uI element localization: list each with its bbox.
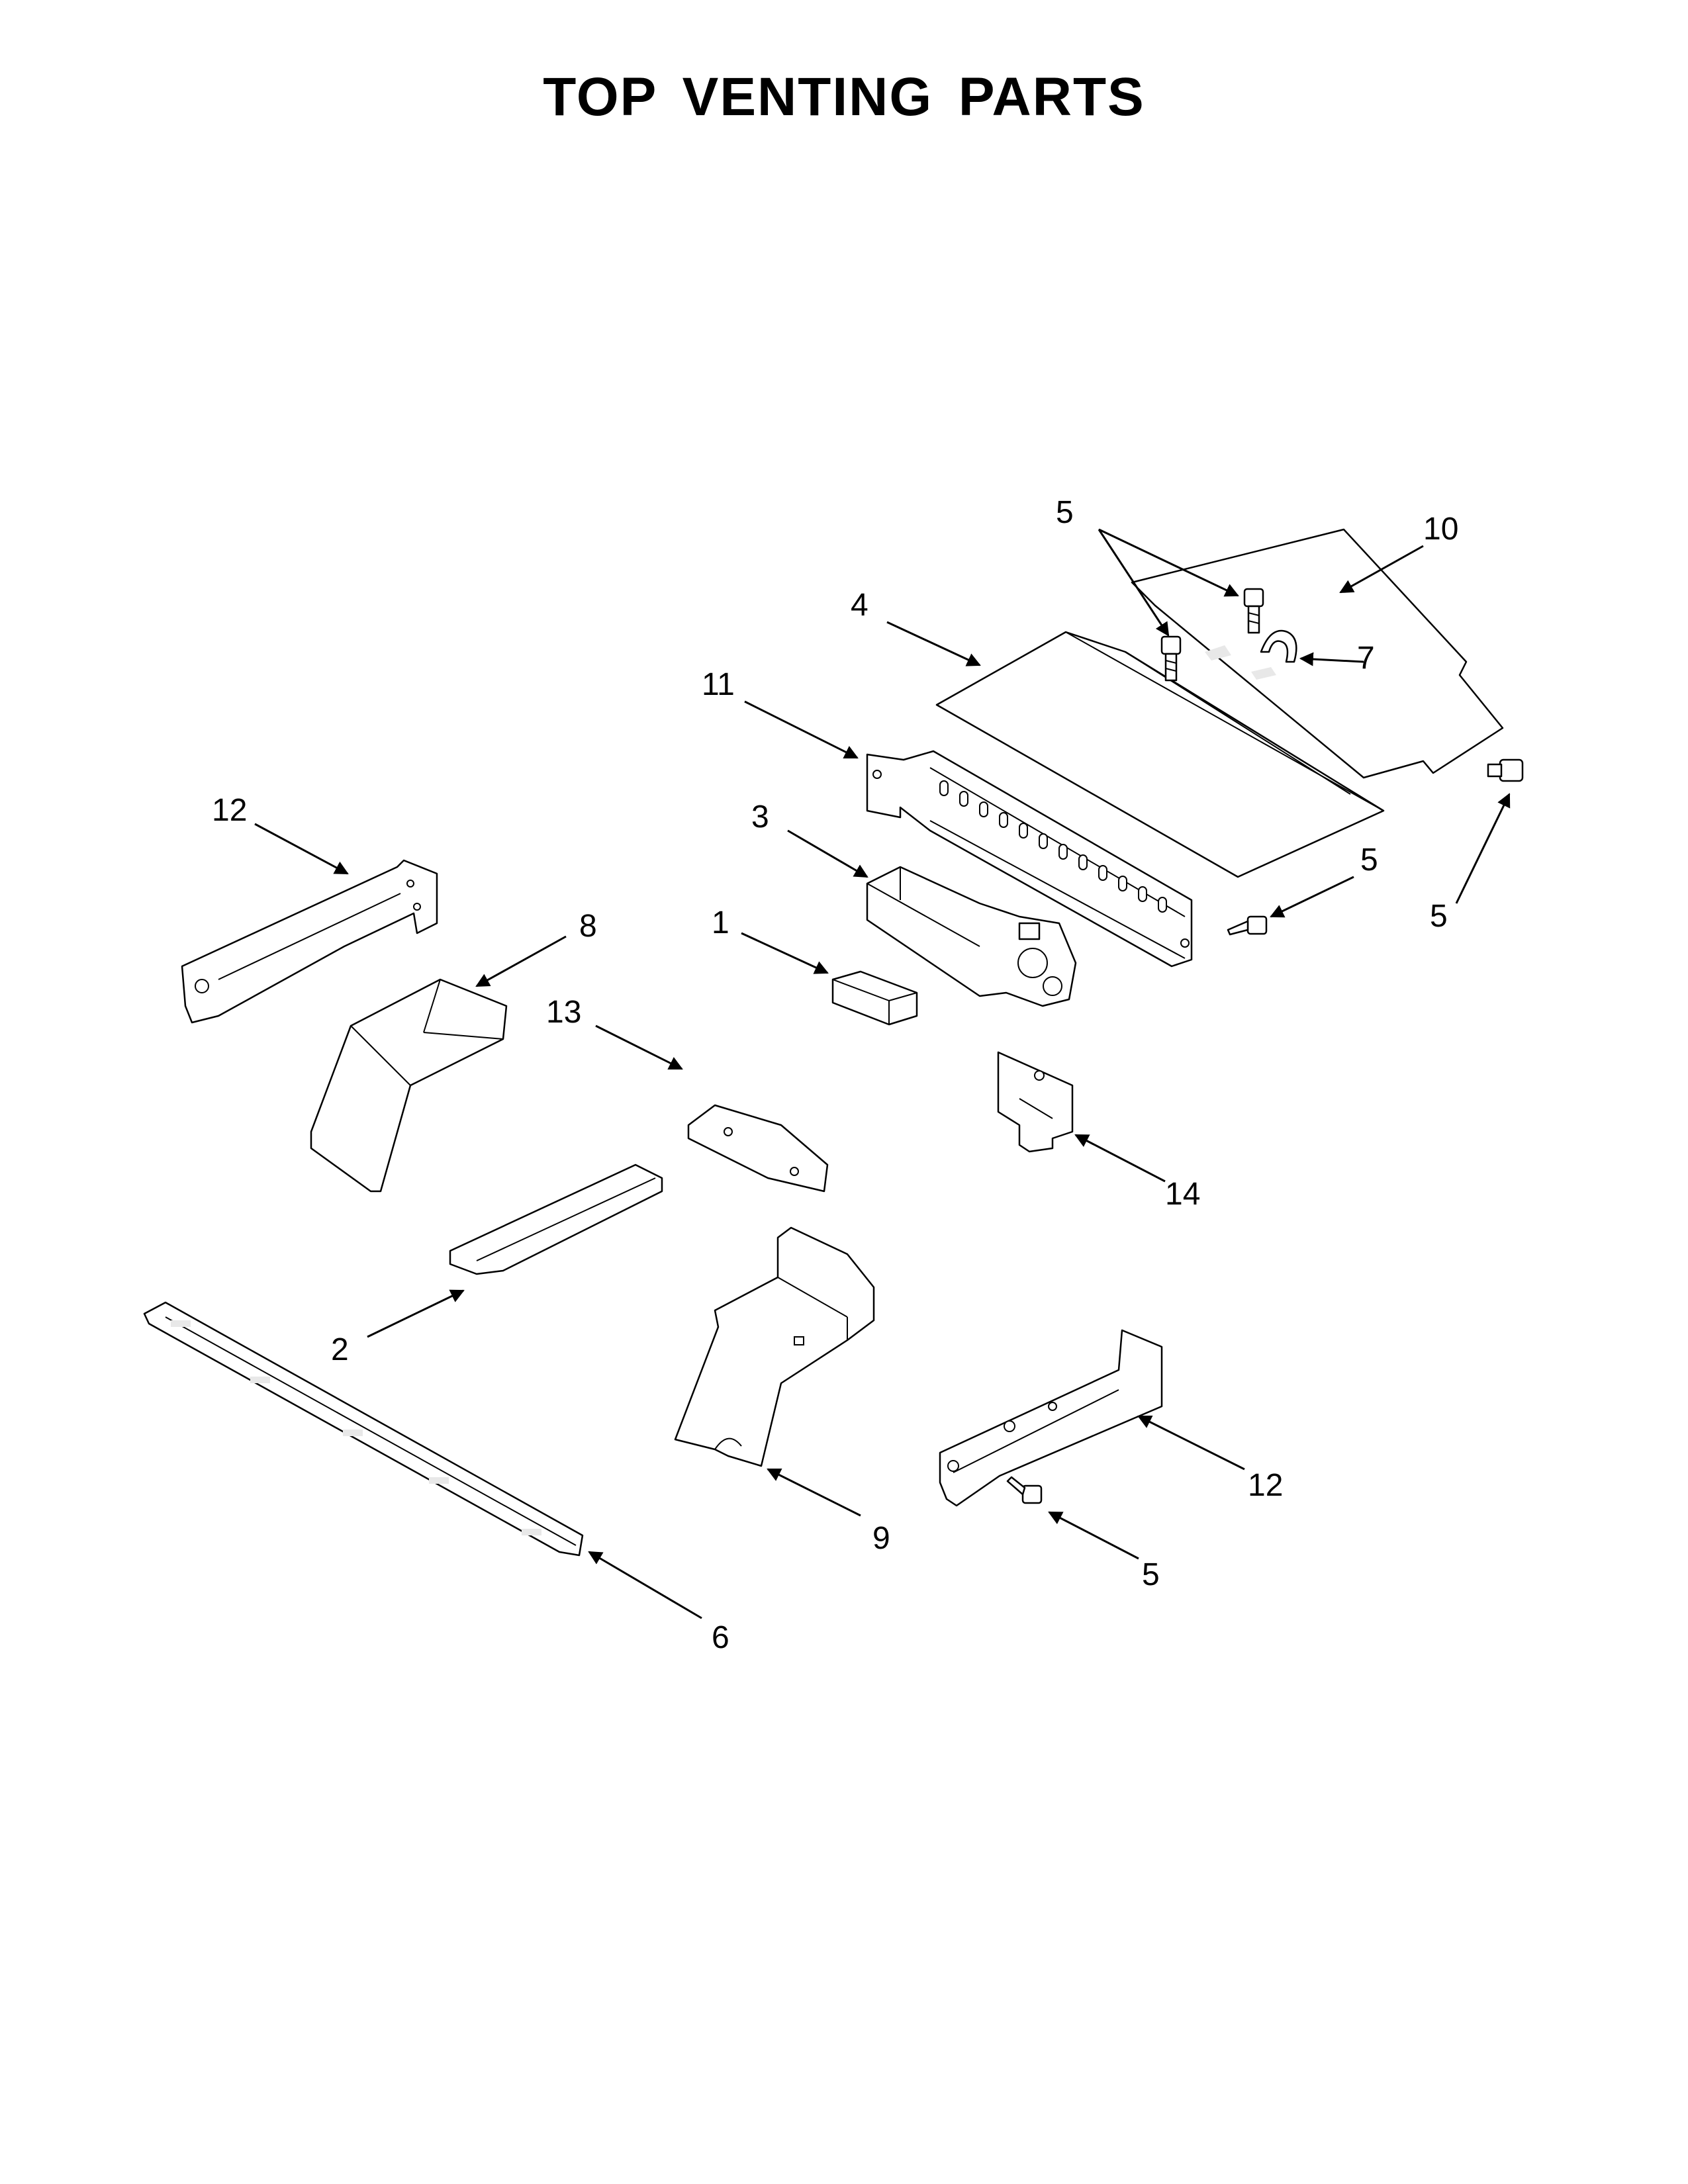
part-7-clamp: [1260, 629, 1297, 663]
part-12-left-bracket: [181, 859, 438, 1024]
part-13-plate: [687, 1104, 829, 1193]
callout-labels: 5 10 4 7 11 12 3 5 5 8 1 13 14 2 12 9 5 …: [212, 495, 1458, 1655]
callout-12-left: 12: [212, 793, 247, 828]
callout-13: 13: [546, 995, 581, 1030]
callout-5-right-a: 5: [1360, 842, 1378, 878]
callout-3: 3: [751, 799, 769, 835]
callout-11: 11: [702, 667, 735, 702]
callout-12-right: 12: [1248, 1468, 1283, 1503]
rail-slots: [939, 780, 1167, 913]
part-1-block: [831, 970, 918, 1026]
callout-10: 10: [1423, 512, 1458, 547]
part-5-screw-mid: [1227, 915, 1268, 936]
part-5-screw-top-a: [1243, 588, 1264, 634]
page-title: TOP VENTING PARTS: [543, 67, 1145, 127]
callout-6: 6: [712, 1620, 729, 1655]
part-5-screw-bottom: [1006, 1476, 1043, 1504]
part-5-screw-top-b: [1160, 635, 1182, 682]
part-5-screw-right: [1487, 758, 1524, 782]
callout-4: 4: [851, 588, 868, 623]
part-6-trim: [143, 1301, 584, 1557]
part-12-right-bracket: [939, 1329, 1163, 1507]
callout-5-right-b: 5: [1430, 899, 1448, 934]
callout-14: 14: [1165, 1177, 1200, 1212]
callout-7: 7: [1357, 641, 1375, 676]
part-11-perforated-rail: [866, 750, 1193, 968]
part-8-duct: [310, 978, 508, 1193]
callout-2: 2: [331, 1332, 349, 1367]
part-2-channel: [449, 1163, 663, 1275]
callout-1: 1: [712, 905, 729, 940]
callout-5-top: 5: [1056, 495, 1074, 530]
callout-8: 8: [579, 909, 597, 944]
part-3-assembly: [866, 866, 1077, 1007]
leader-lines: [254, 528, 1511, 1619]
part-4-panel: [935, 631, 1385, 878]
callout-5-bottom: 5: [1142, 1557, 1160, 1592]
part-9-duct-housing: [674, 1226, 875, 1467]
callout-9: 9: [872, 1521, 890, 1556]
part-14-bracket: [997, 1051, 1074, 1153]
